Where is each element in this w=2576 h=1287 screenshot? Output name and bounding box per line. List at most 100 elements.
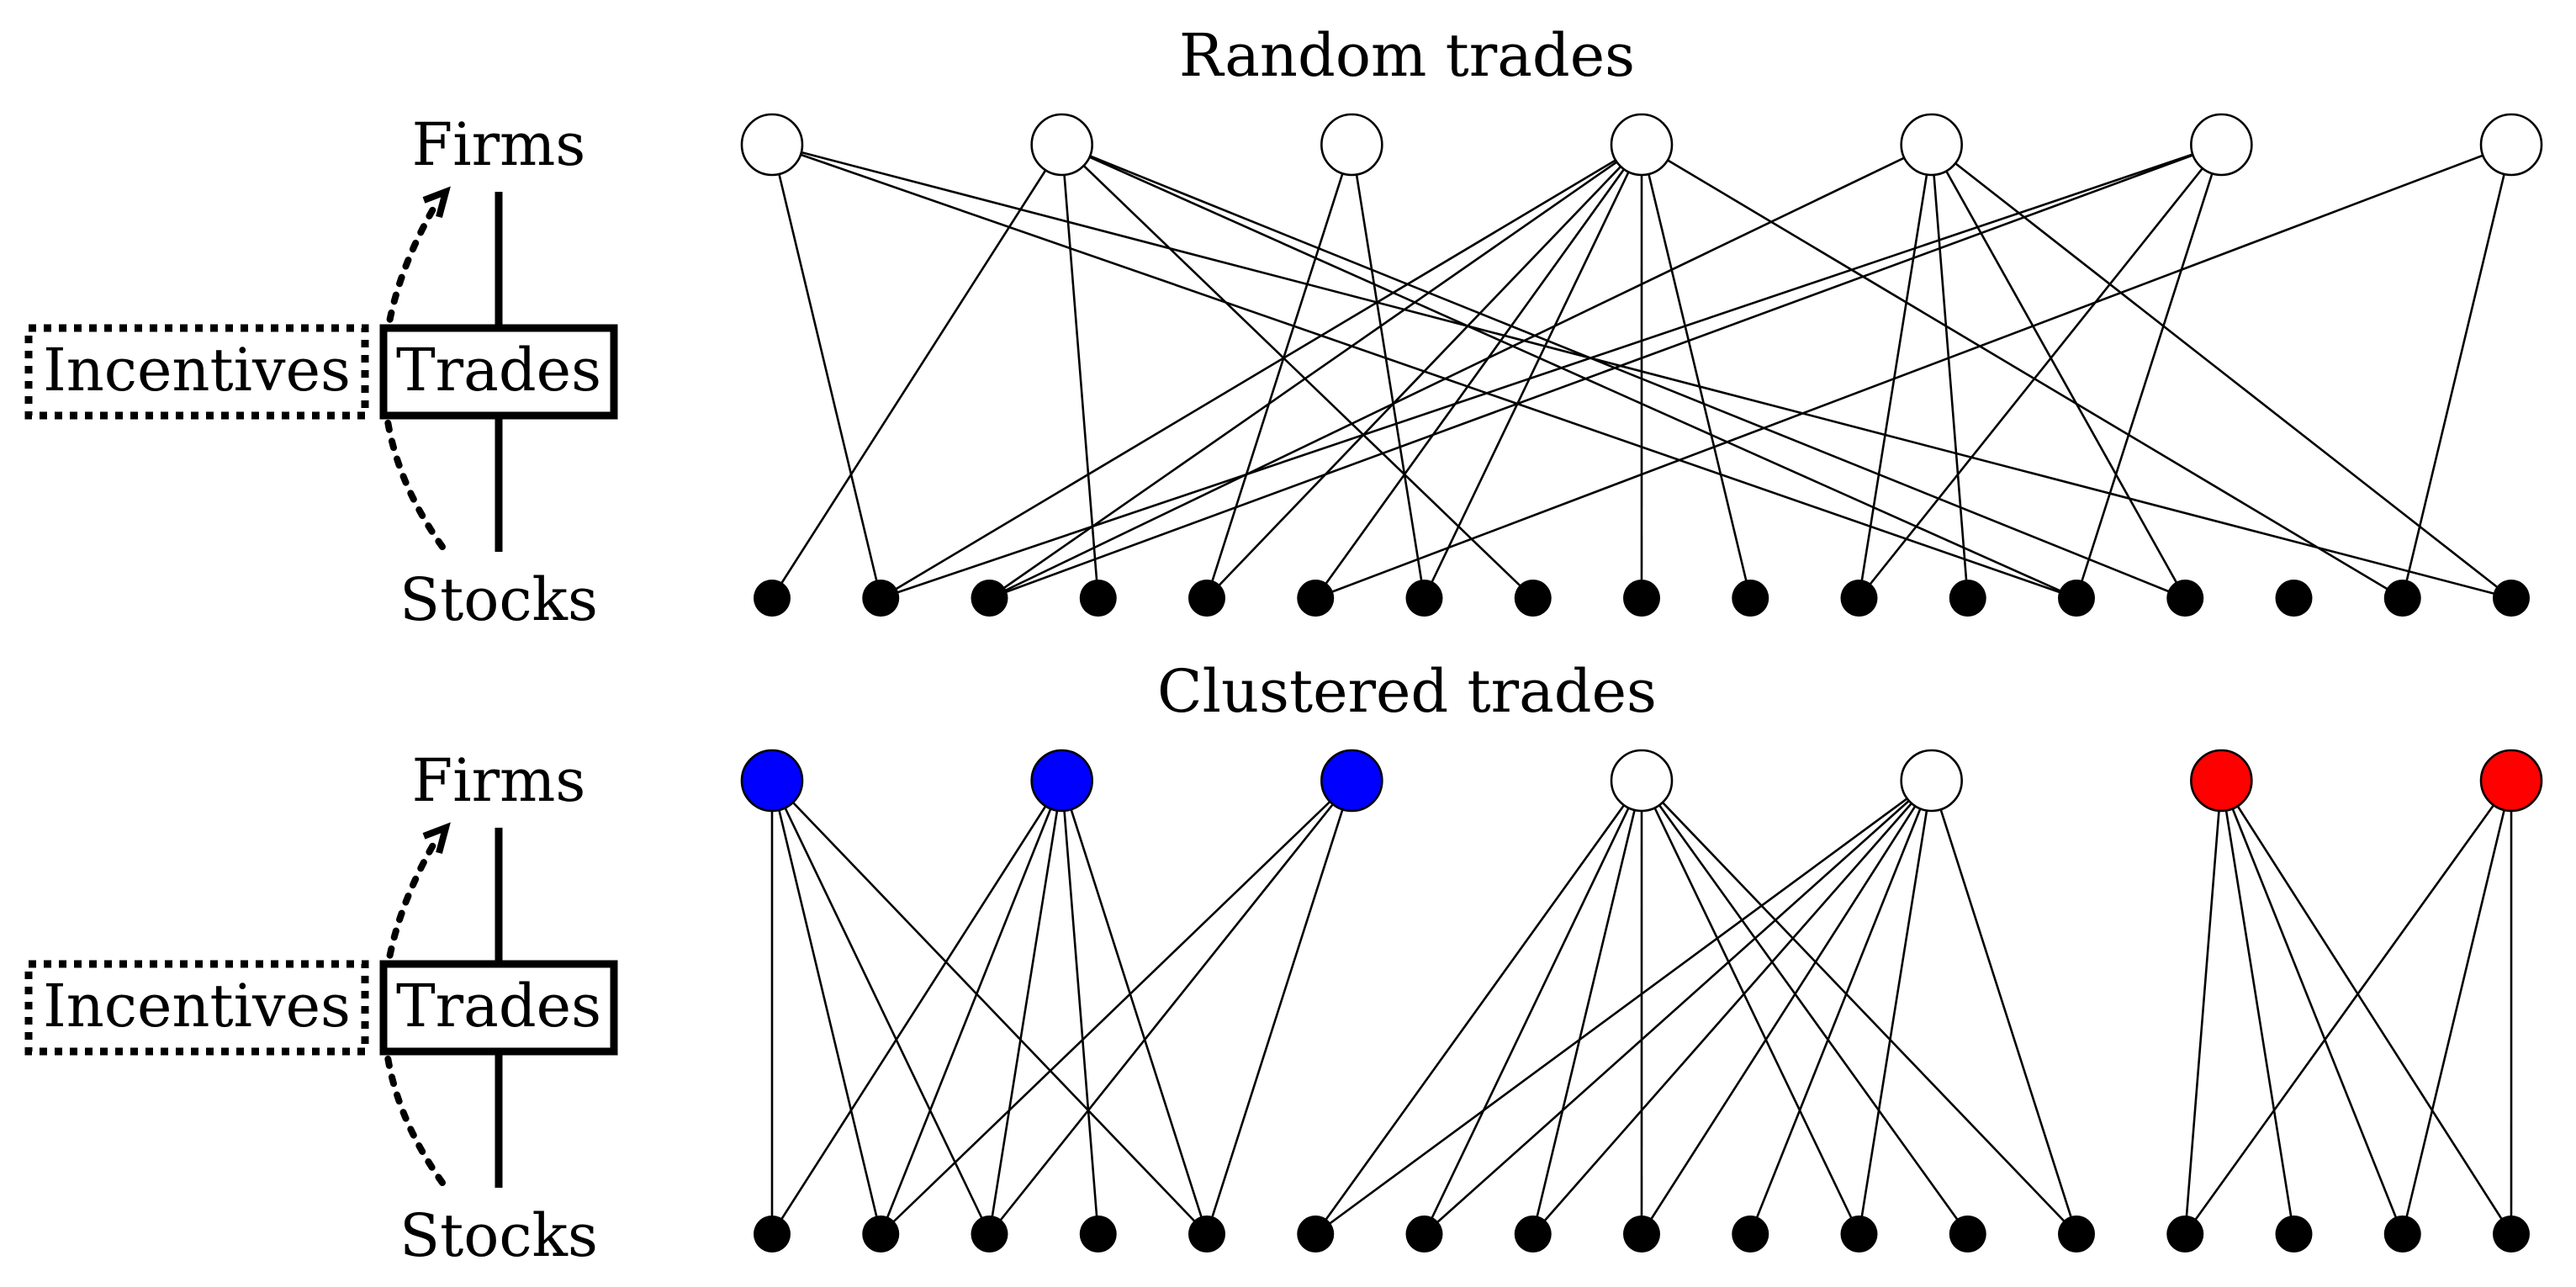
trade-edge [771, 780, 1208, 1235]
arrowhead-icon [422, 822, 451, 855]
trade-edge [1351, 144, 1426, 599]
stock-node [1079, 1216, 1117, 1253]
trade-edge [1061, 780, 1209, 1235]
trade-edge [1061, 144, 1534, 599]
stock-node [1188, 1216, 1225, 1253]
incentives-box [24, 960, 369, 1056]
trade-edge [2220, 780, 2404, 1235]
trade-edge [1640, 780, 1969, 1235]
stock-node [2058, 1216, 2095, 1253]
stock-node [2058, 580, 2095, 617]
firms-label: Firms [412, 746, 586, 815]
stock-node [2166, 580, 2204, 617]
incentive-arrow [380, 199, 446, 550]
clustered-trades-panel: Clustered trades Incentives Trades Firms… [24, 657, 2543, 1270]
trade-edge [1930, 780, 2078, 1235]
firm-node [1030, 749, 1093, 813]
trade-edge [1640, 780, 1860, 1235]
trade-edge [1061, 143, 2077, 600]
trade-edges [770, 143, 2513, 600]
bipartite-network [740, 749, 2543, 1253]
stock-node [1949, 1216, 1986, 1253]
trade-edge [1205, 144, 1353, 599]
firm-node [1610, 749, 1674, 813]
stock-node [1405, 1216, 1443, 1253]
arrowhead-icon [422, 186, 451, 219]
trade-edge [2184, 780, 2513, 1235]
stock-node [2383, 580, 2421, 617]
firm-node [2190, 113, 2253, 177]
trade-edge [1641, 143, 2404, 600]
stock-node [1732, 1216, 1769, 1253]
trade-edge [1423, 780, 1933, 1235]
trade-edge [1641, 780, 2077, 1235]
stock-node [1840, 580, 1878, 617]
stock-node [1079, 580, 1117, 617]
trade-edge [988, 143, 1642, 600]
trade-edge [1640, 144, 1752, 599]
trade-edge [1314, 144, 1643, 599]
trade-edge [1749, 780, 1933, 1235]
stock-node [1188, 580, 1225, 617]
firm-node [2479, 749, 2543, 813]
trade-edge [1314, 143, 2512, 600]
stocks-label: Stocks [399, 565, 598, 634]
stock-node [1514, 1216, 1552, 1253]
schematic: Incentives Trades Firms Stocks [24, 110, 618, 634]
stock-node [754, 1216, 791, 1253]
trade-edge [880, 780, 1353, 1235]
firm-node [1320, 113, 1383, 177]
stock-node [2493, 1216, 2530, 1253]
random-trades-panel: Random trades Incentives Trades Firms St… [24, 21, 2543, 634]
trade-edge [988, 780, 1353, 1235]
firm-node [1900, 113, 1963, 177]
incentives-box [24, 324, 369, 420]
trade-edge [1205, 780, 1353, 1235]
stock-node [971, 1216, 1008, 1253]
firm-node [1610, 113, 1674, 177]
trade-edge [1930, 144, 1970, 599]
trade-edge [1314, 779, 1933, 1236]
trade-edge [2401, 144, 2513, 599]
trade-edge [988, 143, 1933, 600]
trade-edge [1314, 780, 1643, 1235]
stock-node [862, 1216, 900, 1253]
trade-edge [1061, 143, 2186, 600]
firm-node [2479, 113, 2543, 177]
trades-box [379, 960, 618, 1056]
firm-node [1030, 113, 1093, 177]
trade-edge [1206, 144, 1642, 599]
trade-edge [1930, 143, 2512, 600]
stocks-label: Stocks [399, 1201, 598, 1270]
stock-node [754, 580, 791, 617]
firm-node [740, 749, 804, 813]
trade-edge [1061, 780, 1100, 1235]
trade-edge [770, 144, 882, 599]
stock-node [1732, 580, 1769, 617]
trades-label: Trades [396, 336, 601, 405]
incentives-label: Incentives [43, 972, 351, 1041]
stock-node [1623, 580, 1660, 617]
firm-node [740, 113, 804, 177]
stock-node [1297, 580, 1335, 617]
trade-edge [1423, 780, 1643, 1235]
trade-edge [989, 143, 2222, 600]
trade-edge [2220, 780, 2295, 1235]
trade-edge [770, 780, 882, 1235]
stock-node [1514, 580, 1552, 617]
stock-node [2493, 580, 2530, 617]
stock-node [1949, 580, 1986, 617]
trade-edge [770, 144, 1063, 599]
incentive-arrow [380, 834, 446, 1186]
trade-edge [880, 143, 1642, 600]
trade-edge [2220, 780, 2513, 1235]
bipartite-network [740, 113, 2543, 617]
trade-edge [988, 780, 1063, 1235]
firms-label: Firms [412, 110, 586, 179]
stock-node [1297, 1216, 1335, 1253]
panel-title: Random trades [1179, 21, 1635, 90]
trade-edge [1858, 780, 1933, 1235]
stock-node [2166, 1216, 2204, 1253]
stock-node [2275, 580, 2313, 617]
